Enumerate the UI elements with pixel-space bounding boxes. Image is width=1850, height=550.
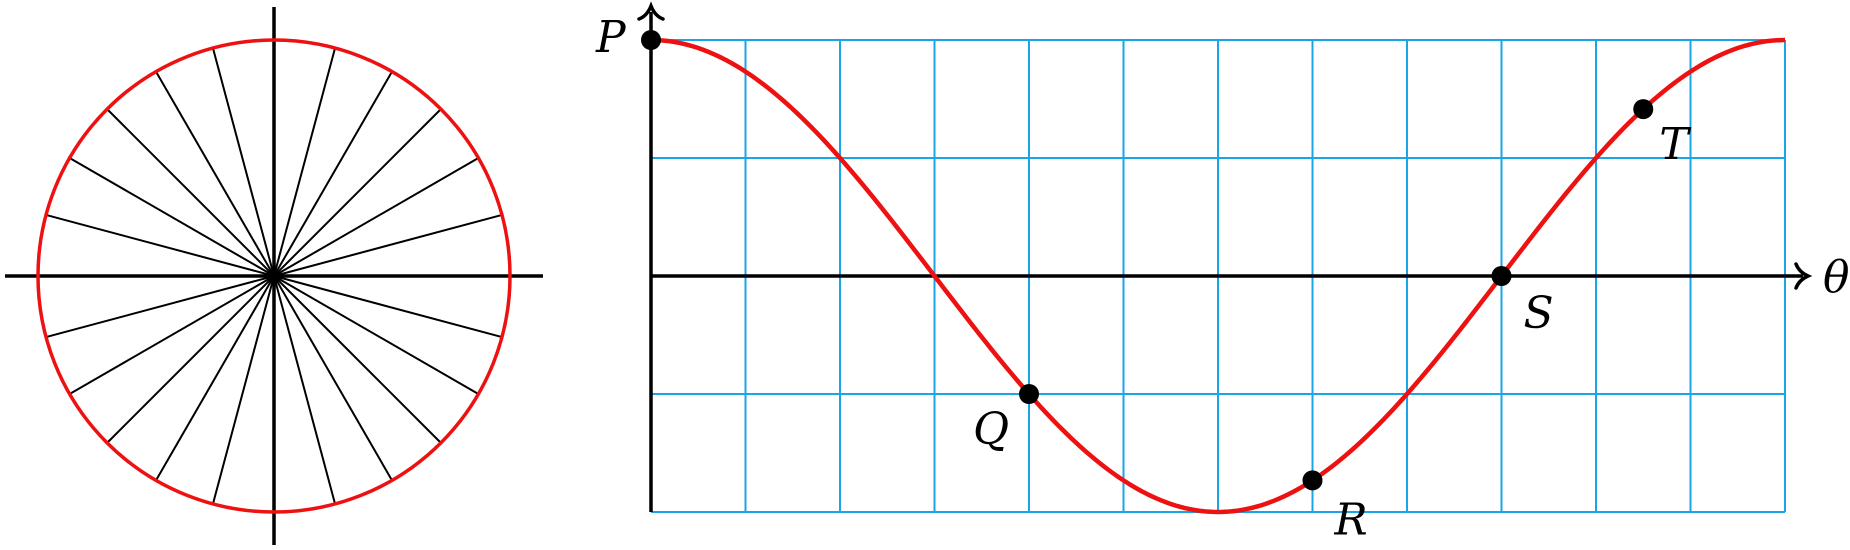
circle-spoke	[45, 213, 275, 277]
circle-spoke	[211, 47, 275, 277]
point-label-r: R	[1334, 494, 1368, 545]
point-label-s: S	[1524, 288, 1554, 339]
x-axis-arrowhead	[1794, 262, 1813, 290]
circle-spoke	[273, 275, 479, 395]
circle-spoke	[69, 157, 275, 277]
circle-spoke	[273, 71, 393, 277]
circle-spoke	[273, 157, 479, 277]
circle-spoke	[273, 275, 503, 339]
circle-spoke	[273, 275, 393, 481]
circle-spoke	[273, 275, 337, 505]
point-label-q: Q	[973, 404, 1009, 455]
circle-spoke	[155, 71, 275, 277]
point-t	[1633, 99, 1654, 120]
unit-circle-figure	[5, 7, 543, 545]
point-r	[1302, 470, 1323, 491]
circle-spoke	[273, 108, 442, 277]
unit-circle	[36, 38, 512, 514]
circle-spoke	[106, 275, 275, 444]
circle-spoke	[69, 275, 275, 395]
circle-spoke	[273, 213, 503, 277]
circle-spoke	[273, 47, 337, 277]
cosine-curve	[650, 37, 1786, 515]
circle-spoke	[106, 108, 275, 277]
y-axis-arrowhead	[637, 1, 665, 21]
point-label-p: P	[595, 12, 627, 63]
theta-axis-label: θ	[1823, 252, 1850, 303]
point-label-t: T	[1659, 119, 1692, 170]
point-s	[1491, 266, 1512, 286]
graph-points: P Q R S T	[595, 12, 1692, 545]
circle-spoke	[211, 275, 275, 505]
cosine-graph: θ P Q R S T	[595, 1, 1850, 545]
point-p	[641, 30, 661, 50]
point-q	[1019, 384, 1039, 404]
circle-spoke	[155, 275, 275, 481]
circle-spoke	[273, 275, 442, 444]
circle-spoke	[45, 275, 275, 339]
